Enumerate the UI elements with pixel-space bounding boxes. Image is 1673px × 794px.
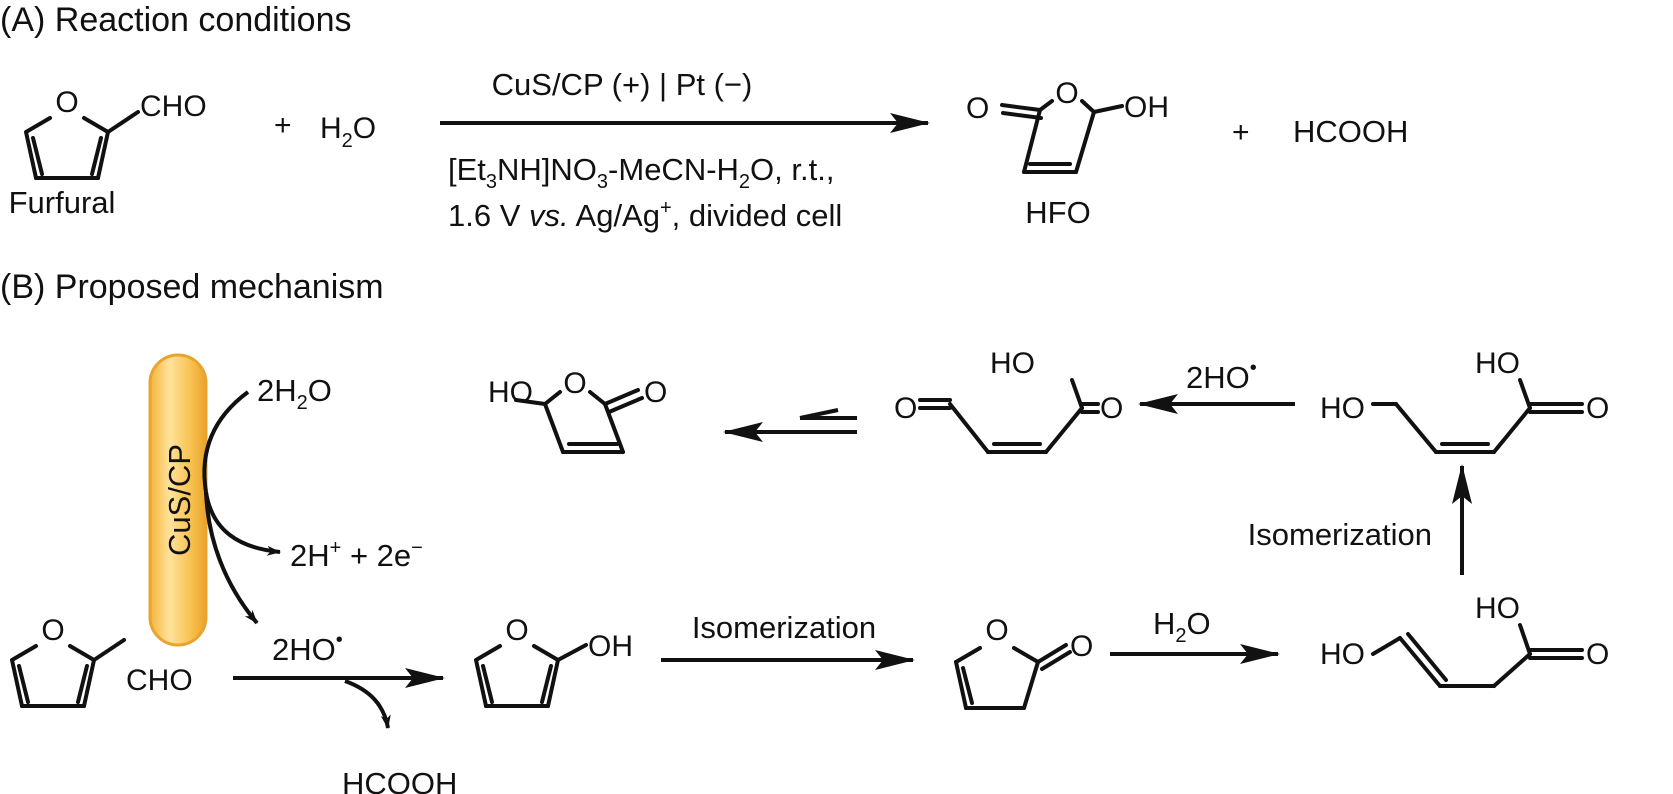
- aldehyde-acid-structure: O HO O: [894, 347, 1123, 454]
- furfural-b-ring-oxygen: O: [41, 614, 64, 647]
- hfo-b-hydroxyl: HO: [488, 376, 533, 409]
- isomerization-label-2: Isomerization: [1248, 517, 1432, 552]
- hfo-structure-a: O O OH: [966, 77, 1169, 174]
- plus-sign-2: +: [1232, 116, 1250, 149]
- aldehyde-oxygen: O: [894, 392, 917, 425]
- trans-acid-carbonyl-oxygen: O: [1586, 638, 1609, 671]
- radical-reagent-1: 2HO•: [272, 629, 343, 667]
- cis-hydroxy-acid-structure: HO HO O: [1320, 347, 1609, 454]
- hfo-label: HFO: [1025, 195, 1090, 230]
- electrode-conditions: CuS/CP (+) | Pt (−): [492, 67, 753, 102]
- water-reagent-b: 2H2O: [257, 373, 332, 414]
- cis-acid-hydroxyl: HO: [1320, 392, 1365, 425]
- proton-electron-output: 2H+ + 2e−: [290, 537, 423, 573]
- formic-acid-product: HCOOH: [1293, 114, 1408, 149]
- section-b-title: (B) Proposed mechanism: [0, 268, 384, 306]
- formic-byproduct: HCOOH: [342, 766, 457, 794]
- proton-out-arrow: [204, 491, 281, 556]
- water-reagent-step: H2O: [1153, 606, 1211, 647]
- furfural-structure-b: O CHO: [10, 614, 193, 708]
- plus-sign-1: +: [274, 109, 292, 142]
- hydroxyfuran-hydroxyl: OH: [588, 630, 633, 663]
- section-a-title: (A) Reaction conditions: [0, 1, 352, 39]
- potential-conditions: 1.6 V vs. Ag/Ag+, divided cell: [448, 197, 842, 233]
- cis-acid-carboxyl-oh: HO: [1475, 347, 1520, 380]
- furfural-ring-oxygen: O: [55, 86, 78, 119]
- furanone-structure: O O: [954, 614, 1093, 710]
- hfo-structure-b: HO O O: [488, 367, 667, 454]
- furfural-b-cho: CHO: [126, 664, 193, 697]
- cis-acid-carbonyl-oxygen: O: [1586, 392, 1609, 425]
- furfural-structure-a: O CHO: [24, 86, 207, 180]
- trans-acid-carboxyl-oh: HO: [1475, 592, 1520, 625]
- hydroxyfuran-structure: O OH: [474, 614, 633, 708]
- isomerization-label-1: Isomerization: [692, 610, 876, 645]
- furanone-carbonyl-oxygen: O: [1070, 630, 1093, 663]
- electrode-label: CuS/CP: [162, 444, 197, 556]
- cus-cp-electrode: CuS/CP: [148, 353, 208, 647]
- hfo-hydroxyl: OH: [1124, 91, 1169, 124]
- equilibrium-arrows: [723, 408, 857, 442]
- furfural-cho: CHO: [140, 90, 207, 123]
- aldehyde-acid-carbonyl-oxygen: O: [1100, 392, 1123, 425]
- hfo-carbonyl-oxygen: O: [966, 92, 989, 125]
- furfural-label: Furfural: [9, 185, 116, 220]
- furanone-ring-oxygen: O: [985, 614, 1008, 647]
- trans-hydroxy-acid-structure: HO HO O: [1320, 592, 1609, 688]
- hfo-ring-oxygen: O: [1055, 77, 1078, 110]
- formic-release-arrow: [344, 679, 391, 729]
- water-in-arrow: [202, 390, 250, 493]
- aldehyde-acid-carboxyl-oh: HO: [990, 347, 1035, 380]
- trans-acid-hydroxyl: HO: [1320, 638, 1365, 671]
- radical-out-arrow: [204, 491, 259, 625]
- radical-reagent-2: 2HO•: [1186, 357, 1257, 395]
- hfo-b-ring-oxygen: O: [563, 367, 586, 400]
- hydroxyfuran-ring-oxygen: O: [505, 614, 528, 647]
- hfo-b-carbonyl-oxygen: O: [644, 376, 667, 409]
- electrolyte-conditions: [Et3NH]NO3-MeCN-H2O, r.t.,: [448, 152, 834, 193]
- water-reactant: H2O: [320, 112, 376, 152]
